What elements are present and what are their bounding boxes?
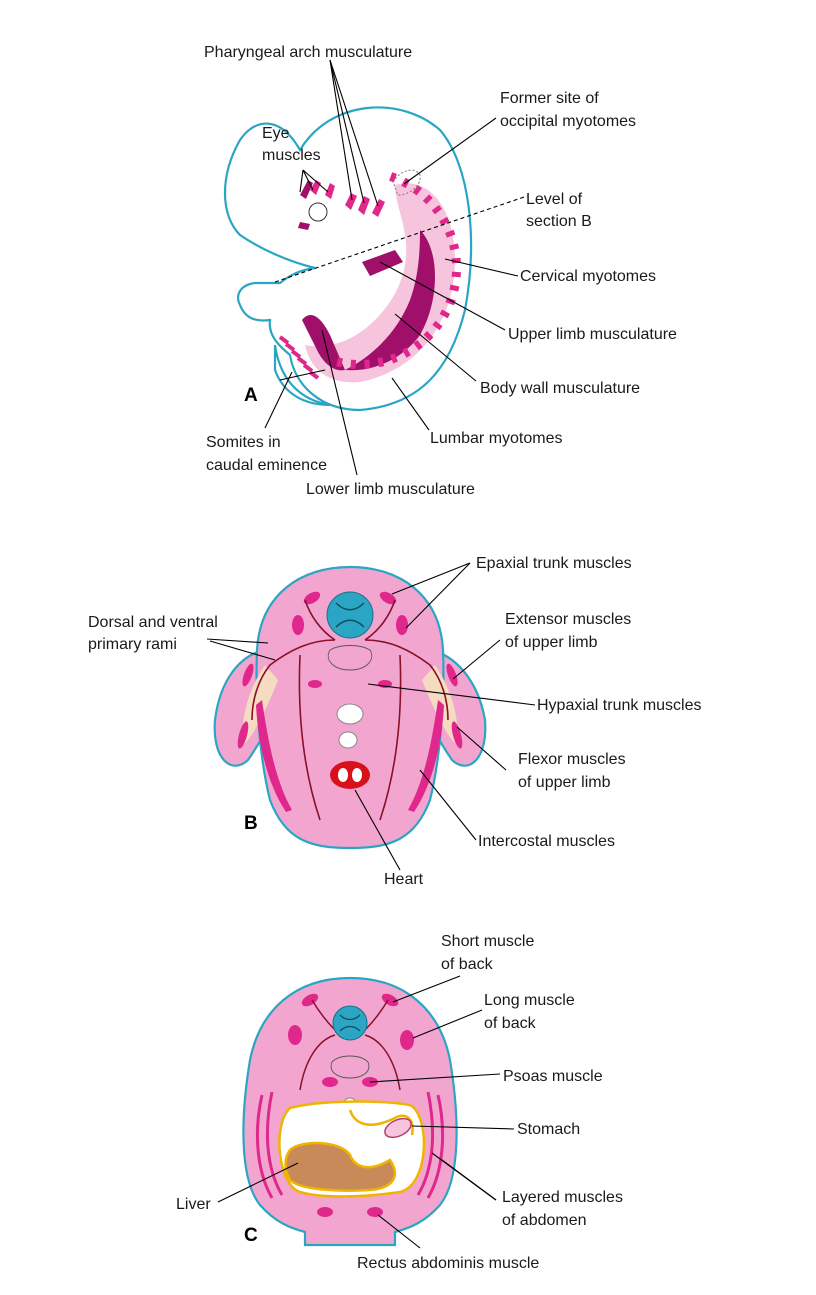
label-rami-1: Dorsal and ventral [88,614,218,631]
caudal-somite [278,335,290,345]
label-level-2: section B [526,213,592,230]
label-layered-1: Layered muscles [502,1189,623,1206]
caudal-somite [302,363,314,373]
panel-c-letter: C [244,1225,258,1246]
primary-rami-nerves [251,599,449,821]
label-layered-2: of abdomen [502,1212,587,1229]
panel-a-leaders [264,59,519,476]
myotome-segment [423,331,434,341]
eye-muscles [298,180,335,230]
myotome-segment [431,204,442,215]
spinal-cord [326,591,374,639]
myotome-segment [445,229,456,238]
stomach [384,1117,412,1139]
label-lumbar-myotomes: Lumbar myotomes [430,430,563,447]
label-level-1: Level of [526,191,583,208]
pharyngeal-arch-muscles [345,193,385,217]
label-extensor-2: of upper limb [505,634,598,651]
label-stomach: Stomach [517,1121,580,1138]
label-flexor-2: of upper limb [518,774,611,791]
esophagus [338,731,358,749]
lower-limb-muscle [302,315,345,371]
panel-c-leaders [217,975,515,1249]
myotome-segment [439,216,450,226]
label-short-muscle-1: Short muscle [441,933,534,950]
body-wall-musculature [345,230,435,371]
myotome-segment [413,339,423,351]
label-lower-limb-musculature: Lower limb musculature [306,481,475,498]
myotome-segment [422,194,433,205]
panel-b-leaders [206,562,536,871]
label-pharyngeal-arch: Pharyngeal arch musculature [204,44,412,61]
myotome-segments [278,172,461,380]
label-somites-1: Somites in [206,434,281,451]
section-level-line [274,195,528,283]
myotome-segment [389,172,397,183]
vertebral-body-c [330,1055,370,1079]
myotome-segment [439,309,451,319]
aorta [336,703,364,725]
label-body-wall-musculature: Body wall musculature [480,380,640,397]
label-former-site-2: occipital myotomes [500,113,636,130]
myotome-segment [364,359,370,369]
occipital-site [392,169,421,196]
label-somites-2: caudal eminence [206,457,327,474]
myotome-segment [390,353,398,364]
label-eye-2: muscles [262,147,321,164]
panel-c-nerves [299,999,401,1091]
label-psoas: Psoas muscle [503,1068,603,1085]
label-intercostal: Intercostal muscles [478,833,615,850]
liver [284,1141,396,1192]
label-long-muscle-1: Long muscle [484,992,575,1009]
heart [330,761,370,789]
caudal-somite [290,349,302,359]
caudal-eminence [273,344,331,407]
myotome-segment [432,320,443,331]
layered-abdominal-muscles [255,1091,445,1199]
label-cervical-myotomes: Cervical myotomes [520,268,656,285]
panel-c-abdominal-section: C Short muscle of back Long muscle of ba… [176,933,623,1272]
label-long-muscle-2: of back [484,1015,537,1032]
label-liver: Liver [176,1196,211,1213]
myotome-segment [449,243,460,251]
myotome-segment [350,359,357,369]
label-rectus: Rectus abdominis muscle [357,1255,539,1272]
panel-a-embryo: A Pharyngeal arch musculature Former sit… [204,44,677,498]
label-epaxial: Epaxial trunk muscles [476,555,632,572]
spinal-cord-c [332,1005,368,1041]
myotome-segment [412,185,422,196]
label-heart: Heart [384,871,424,888]
label-eye-1: Eye [262,125,290,142]
myotome-segment [451,271,461,278]
label-hypaxial: Hypaxial trunk muscles [537,697,702,714]
myotome-segment [402,347,411,358]
label-extensor-1: Extensor muscles [505,611,631,628]
label-short-muscle-2: of back [441,956,494,973]
vertebral-body [327,645,373,671]
caudal-somite [284,342,296,352]
label-flexor-1: Flexor muscles [518,751,626,768]
myotome-segment [336,357,344,368]
myotome-segment [377,357,385,368]
label-former-site-1: Former site of [500,90,599,107]
label-upper-limb-musculature: Upper limb musculature [508,326,677,343]
panel-a-letter: A [244,385,258,406]
caudal-somite [296,356,308,366]
panel-b-letter: B [244,813,258,834]
panel-b-muscles [237,591,463,812]
myotome-segment [449,284,460,292]
panel-c-muscles [288,993,414,1217]
panel-b-thoracic-section: B Epaxial trunk muscles Dorsal and ventr… [88,555,702,888]
label-rami-2: primary rami [88,636,177,653]
